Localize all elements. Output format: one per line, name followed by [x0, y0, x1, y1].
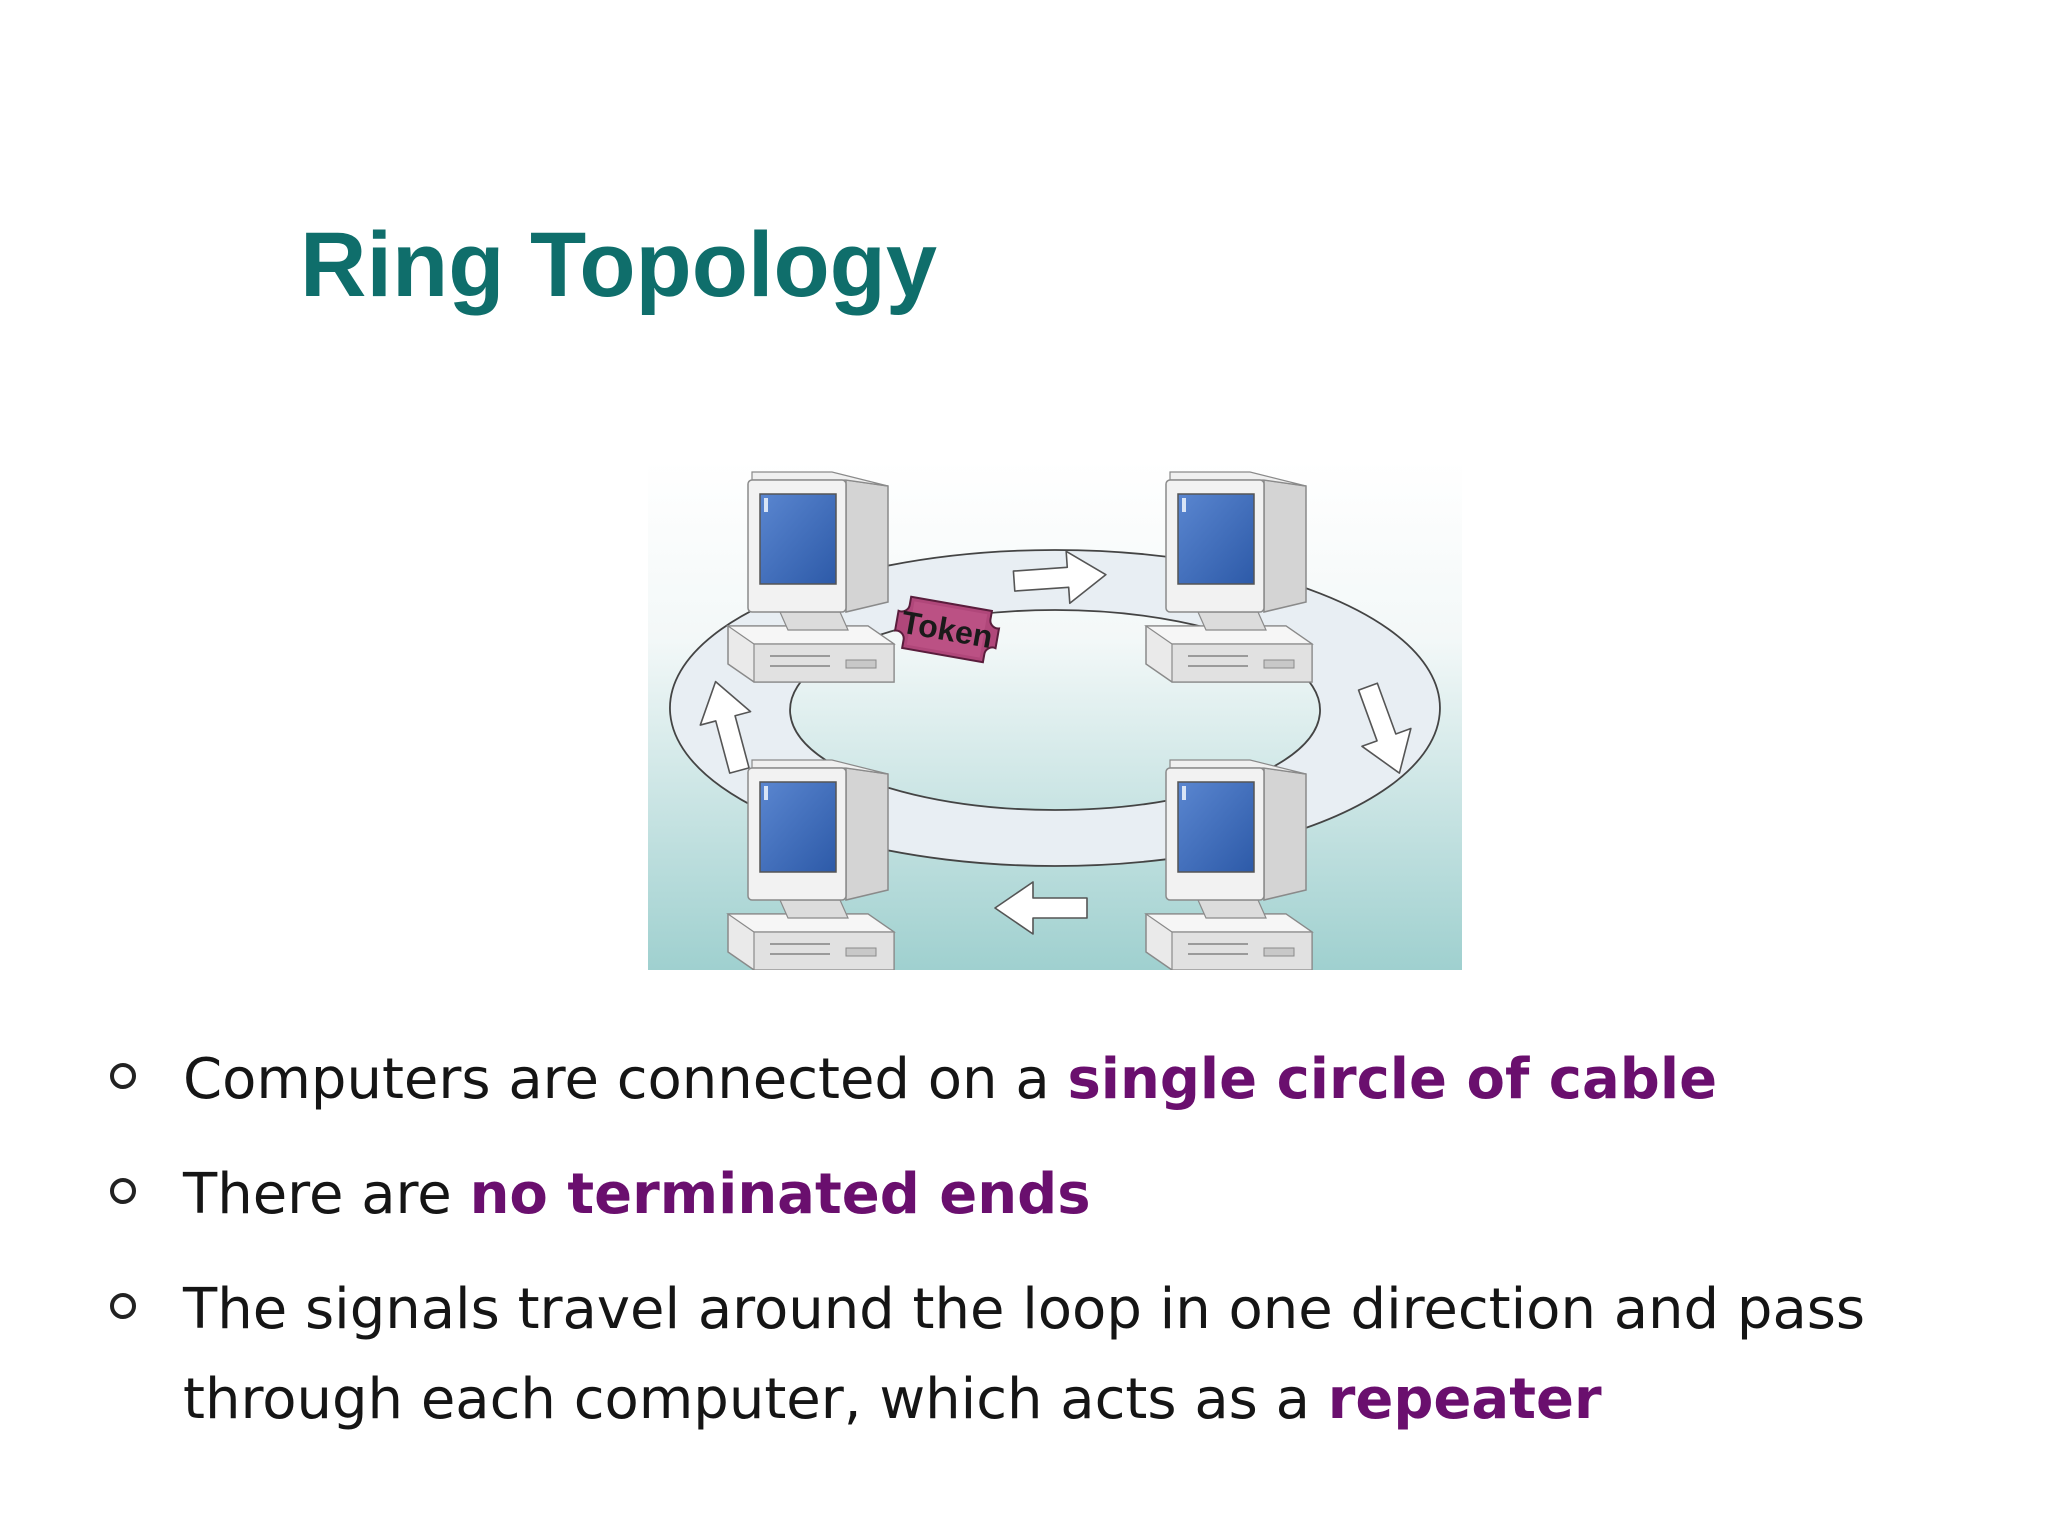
bullet-marker [110, 1063, 136, 1089]
bullet-emphasis: no terminated ends [469, 1162, 1091, 1227]
computer-icon [727, 759, 895, 970]
computer-icon [1145, 471, 1313, 683]
bullet-item: The signals travel around the loop in on… [106, 1265, 2048, 1445]
ring-topology-diagram: Token [648, 460, 1462, 970]
bullet-text: The signals travel around the loop in on… [183, 1277, 1866, 1432]
token-badge: Token [893, 595, 1001, 664]
bullet-item: Computers are connected on a single circ… [106, 1035, 2026, 1125]
bullet-item: There are no terminated ends [106, 1150, 2026, 1240]
bullet-marker [110, 1293, 136, 1319]
bullet-emphasis: single circle of cable [1067, 1047, 1718, 1112]
bullet-list: Computers are connected on a single circ… [106, 1035, 2026, 1470]
computer-icon [727, 471, 895, 683]
bullet-emphasis: repeater [1327, 1367, 1602, 1432]
bullet-marker [110, 1178, 136, 1204]
bullet-text: Computers are connected on a [183, 1047, 1068, 1112]
computer-icon [1145, 759, 1313, 970]
slide-title: Ring Topology [300, 214, 938, 316]
bullet-text: There are [183, 1162, 470, 1227]
